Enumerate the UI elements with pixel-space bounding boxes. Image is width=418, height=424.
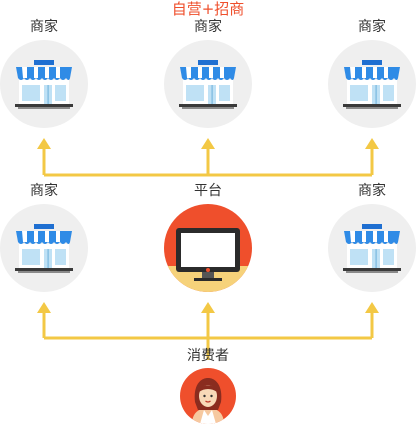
- storefront-icon: [15, 60, 73, 109]
- merchant-label-top-center: 商家: [194, 19, 222, 35]
- merchant-node-mid-right: [328, 204, 416, 292]
- merchant-label-top-right: 商家: [358, 19, 386, 35]
- person-icon: [192, 378, 224, 424]
- storefront-icon: [343, 60, 401, 109]
- arrowhead-mid-right: [365, 302, 379, 313]
- monitor-icon: [164, 228, 252, 292]
- storefront-icon: [179, 60, 237, 109]
- merchant-node-top-center: [164, 40, 252, 128]
- storefront-icon: [343, 224, 401, 273]
- platform-label: 平台: [194, 183, 222, 199]
- merchant-node-top-right: [328, 40, 416, 128]
- merchant-label-mid-right: 商家: [358, 183, 386, 199]
- consumer-node: [180, 368, 236, 424]
- arrowhead-mid-center: [201, 302, 215, 313]
- arrowhead-top-left: [37, 138, 51, 149]
- consumer-label: 消费者: [187, 348, 229, 364]
- merchant-label-mid-left: 商家: [30, 183, 58, 199]
- merchant-node-top-left: [0, 40, 88, 128]
- self-operated-plus-merchants-title: 自营+招商: [171, 0, 245, 18]
- platform-node: [164, 204, 252, 292]
- arrowhead-top-right: [365, 138, 379, 149]
- storefront-icon: [15, 224, 73, 273]
- merchant-node-mid-left: [0, 204, 88, 292]
- arrowhead-mid-left: [37, 302, 51, 313]
- arrowhead-top-center: [201, 138, 215, 149]
- merchant-label-top-left: 商家: [30, 19, 58, 35]
